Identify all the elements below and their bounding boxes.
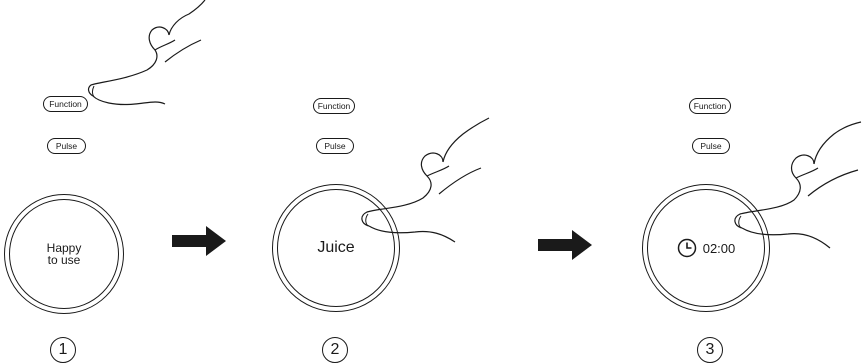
pulse-button[interactable]: Pulse bbox=[47, 138, 86, 154]
control-dial[interactable]: Happy to use bbox=[4, 194, 124, 314]
display-line-2: to use bbox=[48, 254, 81, 266]
step-number: 1 bbox=[50, 337, 76, 363]
arrow-right-icon bbox=[538, 230, 592, 260]
timer-readout: 02:00 bbox=[677, 238, 736, 258]
display-text: Juice bbox=[317, 239, 354, 257]
pulse-button[interactable]: Pulse bbox=[692, 138, 730, 154]
pointing-hand-icon bbox=[728, 118, 863, 258]
pointing-hand-icon bbox=[355, 98, 495, 248]
clock-icon bbox=[677, 238, 697, 258]
function-button[interactable]: Function bbox=[313, 98, 355, 114]
dial-display: Happy to use bbox=[9, 199, 119, 309]
pointing-hand-icon bbox=[85, 0, 215, 115]
function-button[interactable]: Function bbox=[689, 98, 731, 114]
pulse-button[interactable]: Pulse bbox=[316, 138, 354, 154]
arrow-right-icon bbox=[172, 226, 226, 256]
step-number: 2 bbox=[322, 337, 348, 363]
function-button[interactable]: Function bbox=[43, 96, 88, 112]
step-number: 3 bbox=[697, 337, 723, 363]
